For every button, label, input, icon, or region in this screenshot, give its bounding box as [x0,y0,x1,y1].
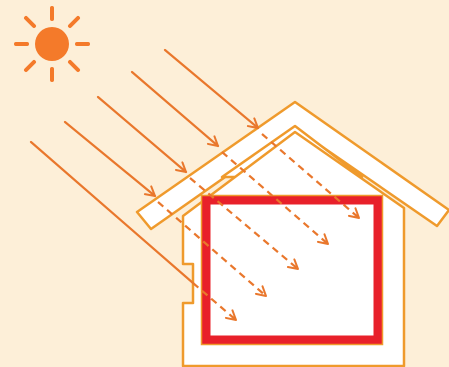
sun-disc [35,27,69,61]
insulated-room [206,200,378,340]
sun-icon [16,8,88,80]
